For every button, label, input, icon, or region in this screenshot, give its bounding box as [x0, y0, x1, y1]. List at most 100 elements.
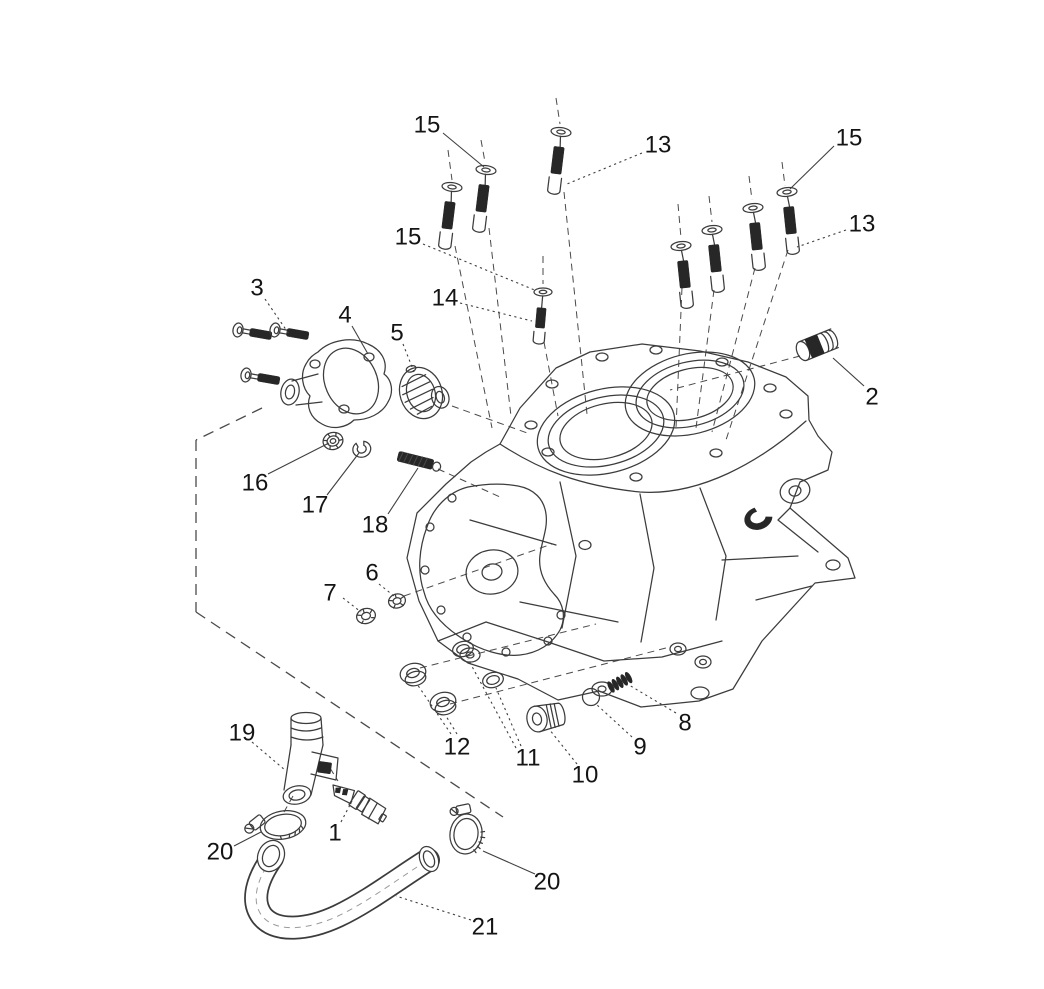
callout-13-cylinder-bolt-right: 13	[849, 211, 876, 238]
cover-bolt-holes	[420, 493, 566, 657]
head-bolt	[467, 163, 498, 234]
nut-16	[322, 431, 344, 451]
leader-line-15	[422, 243, 538, 292]
callout-15-washer-middle: 15	[395, 224, 422, 251]
callout-7-nut-flanged: 7	[323, 580, 336, 607]
threaded-plug-2	[795, 328, 839, 362]
head-bolt	[775, 185, 805, 256]
check-ball-9	[581, 687, 601, 707]
head-bolt	[433, 180, 464, 251]
hose-clamp-left	[244, 810, 307, 840]
o-ring	[450, 638, 476, 660]
leader-line-5	[402, 343, 415, 373]
head-bolts	[433, 125, 805, 310]
callout-4-water-outlet-housing: 4	[338, 302, 351, 329]
leader-line-8	[628, 684, 677, 714]
callout-leader-lines	[233, 132, 865, 921]
assembly-axis-line	[563, 191, 588, 415]
coolant-hose-21	[244, 839, 440, 940]
nut-7	[355, 607, 377, 625]
leader-line-15	[789, 145, 835, 190]
leader-line-14	[459, 302, 533, 322]
callout-11-o-ring-pair: 11	[516, 745, 541, 772]
head-bolt	[700, 223, 730, 294]
flange-bolts-3	[231, 321, 311, 389]
assembly-axis-line	[488, 227, 512, 417]
leader-line-7	[342, 597, 362, 613]
callout-20-hose-clamp-right: 20	[534, 869, 561, 896]
leader-line-15	[442, 132, 485, 168]
leader-line-6	[378, 583, 395, 597]
stud-18	[396, 451, 442, 472]
leader-line-10	[548, 728, 578, 765]
assembly-axis-line	[708, 195, 713, 223]
bolt-14-washer-15	[532, 287, 553, 346]
callout-5-thermostat: 5	[390, 320, 403, 347]
boundary-dashed-line	[195, 407, 263, 441]
callout-8-spring: 8	[678, 710, 691, 737]
callout-3-flange-bolt: 3	[250, 275, 263, 302]
callout-18-stud: 18	[362, 512, 389, 539]
assembly-axis-line	[675, 263, 684, 429]
assembly-axis-line	[711, 267, 756, 433]
leader-line-20	[233, 831, 262, 847]
boundary-dashed-line	[195, 611, 504, 818]
callout-17-lock-washer: 17	[302, 492, 329, 519]
head-bolt	[741, 201, 771, 272]
callout-15-washer-top-right: 15	[836, 125, 863, 152]
spring-8	[607, 671, 633, 693]
leader-line-18	[387, 467, 419, 515]
callout-6-nut-small: 6	[365, 560, 378, 587]
leader-line-1	[340, 800, 353, 823]
assembly-axis-line	[447, 149, 453, 181]
assembly-axis-line	[403, 543, 553, 597]
leader-line-11	[467, 658, 517, 749]
assembly-axis-line	[543, 341, 559, 417]
oil-plug-10	[526, 702, 566, 733]
assembly-axis-line	[454, 245, 493, 429]
assembly-axis-line	[451, 405, 531, 435]
water-outlet-housing-4	[280, 339, 393, 429]
leader-line-21	[395, 895, 472, 921]
callout-14-bolt-middle: 14	[432, 285, 459, 312]
leader-line-9	[595, 703, 633, 738]
assembly-axis-line	[781, 161, 786, 187]
drain-plug	[427, 688, 460, 719]
deck-bolt-holes	[524, 345, 793, 482]
callout-13-cylinder-bolt-top: 13	[645, 132, 672, 159]
outlet-fitting-19	[282, 711, 339, 805]
callout-10-oil-plug: 10	[572, 762, 599, 789]
assembly-axis-line	[480, 139, 486, 163]
callout-9-check-ball: 9	[633, 734, 646, 761]
assembly-axis-line	[677, 203, 682, 239]
o-ring	[480, 669, 506, 691]
callout-21-coolant-hose: 21	[472, 914, 499, 941]
leader-line-13	[796, 229, 847, 248]
callout-20-hose-clamp-left: 20	[207, 839, 234, 866]
assembly-axis-line	[695, 289, 715, 429]
assembly-axis-line	[669, 355, 801, 391]
assembly-axis-line	[419, 623, 597, 669]
lower-mount-ears	[459, 539, 712, 700]
assembly-axis-line	[748, 175, 753, 201]
head-bolt	[669, 239, 699, 310]
hose-clamp-right	[449, 803, 486, 855]
assembly-axis-line	[725, 249, 789, 441]
leader-line-12	[445, 715, 458, 735]
thermostat-5	[398, 365, 450, 420]
leader-line-16	[267, 442, 330, 475]
leader-line-17	[326, 452, 360, 496]
callout-19-outlet-fitting: 19	[229, 720, 256, 747]
callout-12-drain-plug-pair: 12	[444, 734, 471, 761]
leader-line-19	[251, 741, 286, 771]
drain-plug	[397, 659, 430, 690]
leader-line-4	[351, 325, 369, 355]
leader-line-12	[416, 683, 452, 735]
leader-line-3	[264, 298, 292, 338]
leader-line-20	[482, 850, 536, 875]
nut-6	[387, 593, 407, 609]
assembly-axis-line	[555, 97, 561, 125]
callout-16-flange-nut: 16	[242, 470, 269, 497]
